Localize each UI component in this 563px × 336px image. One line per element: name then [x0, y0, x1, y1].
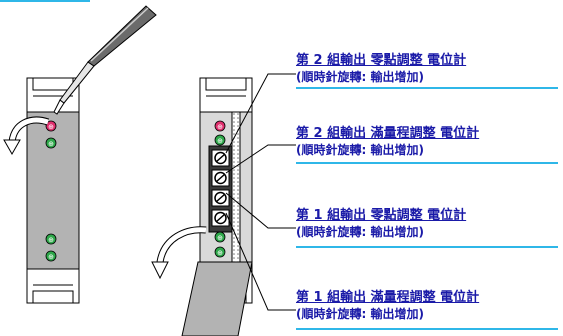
potentiometer-1[interactable]	[211, 149, 230, 167]
potentiometer-3[interactable]	[211, 189, 230, 207]
svg-text:⊕: ⊕	[48, 123, 54, 131]
left-device-led-green-lower-2: ⊕	[45, 250, 57, 262]
left-device-led-red: ⊕	[45, 120, 57, 132]
front-cover-icon	[181, 261, 253, 336]
right-device-led-green-lower-1: ⊕	[214, 231, 226, 243]
callout-note: (順時針旋轉: 輸出增加)	[296, 143, 424, 157]
right-device-led-red: ⊕	[214, 120, 226, 132]
callout-zero-adjust-output-1: 第 1 組輸出 零點調整 電位計 (順時針旋轉: 輸出增加)	[296, 208, 558, 248]
svg-text:⊕: ⊕	[48, 236, 54, 244]
left-device	[26, 77, 80, 304]
rotate-arrow-icon	[151, 226, 207, 280]
callout-zero-adjust-output-2: 第 2 組輸出 零點調整 電位計 (順時針旋轉: 輸出增加)	[296, 53, 558, 89]
left-device-led-green-lower-1: ⊕	[45, 233, 57, 245]
callout-underline	[296, 328, 558, 330]
svg-text:⊕: ⊕	[217, 234, 223, 242]
callout-underline	[296, 246, 558, 248]
callout-span-adjust-output-1: 第 1 組輸出 滿量程調整 電位計 (順時針旋轉: 輸出增加)	[296, 290, 558, 330]
callout-title: 第 1 組輸出 零點調整 電位計	[296, 208, 467, 223]
callout-span-adjust-output-2: 第 2 組輸出 滿量程調整 電位計 (順時針旋轉: 輸出增加)	[296, 126, 558, 164]
leader-lines	[225, 73, 296, 311]
svg-text:⊕: ⊕	[217, 137, 223, 145]
screwdriver-icon	[53, 5, 157, 115]
top-accent-bar	[0, 0, 90, 2]
callout-underline	[296, 87, 558, 89]
right-device-led-green: ⊕	[214, 134, 226, 146]
rotate-arrow-icon	[3, 116, 50, 156]
callout-title: 第 2 組輸出 滿量程調整 電位計	[296, 126, 480, 141]
svg-text:⊕: ⊕	[217, 123, 223, 131]
svg-text:⊕: ⊕	[217, 249, 223, 257]
left-device-front-panel	[26, 111, 80, 270]
right-device-led-green-lower-2: ⊕	[214, 246, 226, 258]
left-device-led-green: ⊕	[45, 137, 57, 149]
svg-text:⊕: ⊕	[48, 253, 54, 261]
callout-title: 第 1 組輸出 滿量程調整 電位計	[296, 290, 480, 305]
svg-text:⊕: ⊕	[48, 140, 54, 148]
callout-note: (順時針旋轉: 輸出增加)	[296, 70, 424, 84]
callout-title: 第 2 組輸出 零點調整 電位計	[296, 53, 467, 68]
callout-note: (順時針旋轉: 輸出增加)	[296, 307, 424, 321]
potentiometer-2[interactable]	[211, 169, 230, 187]
callout-underline	[296, 162, 558, 164]
callout-note: (順時針旋轉: 輸出增加)	[296, 225, 424, 239]
potentiometer-4[interactable]	[211, 209, 230, 227]
